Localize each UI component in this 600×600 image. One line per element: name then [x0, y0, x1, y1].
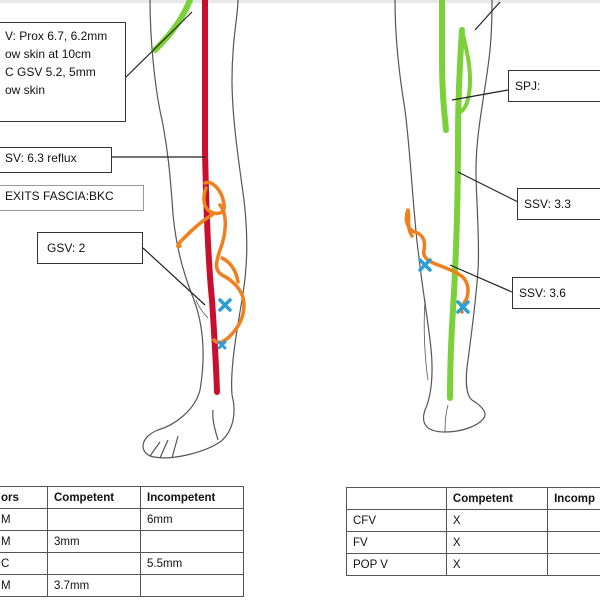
table-cell: C	[0, 553, 48, 575]
gsv-reflux-label: SV: 6.3 reflux	[0, 147, 112, 173]
table-cell: M	[0, 531, 48, 553]
table-header-row: Competent Incomp	[347, 488, 600, 510]
ssv-lower-label: SSV: 3.6	[512, 277, 600, 309]
table-header: Competent	[446, 488, 547, 510]
right-leg-veins	[406, 0, 470, 398]
table-cell: 5.5mm	[141, 553, 244, 575]
table-cell: CFV	[347, 510, 447, 532]
table-cell	[48, 509, 141, 531]
table-row: M 3mm	[0, 531, 244, 553]
table-header: Incompetent	[141, 487, 244, 509]
table-row: CFV X	[347, 510, 600, 532]
table-row: C 5.5mm	[0, 553, 244, 575]
table-cell: 3.7mm	[48, 575, 141, 597]
left-perforator-upper	[220, 300, 230, 310]
table-cell	[48, 553, 141, 575]
table-header-row: ors Competent Incompetent	[0, 487, 244, 509]
gsv-prox-line-4: ow skin	[5, 83, 119, 98]
table-cell	[141, 531, 244, 553]
table-cell	[548, 510, 600, 532]
deep-vein-table: Competent Incomp CFV X FV X POP V X	[346, 487, 600, 576]
exits-fascia-label: EXITS FASCIA:BKC	[0, 185, 144, 211]
table-cell	[548, 532, 600, 554]
table-header: Competent	[48, 487, 141, 509]
table-cell: M	[0, 575, 48, 597]
ssv-vein-main	[450, 30, 462, 398]
left-perforator-lower	[219, 342, 225, 348]
left-leg-veins	[155, 0, 244, 392]
table-cell: X	[446, 532, 547, 554]
table-cell: FV	[347, 532, 447, 554]
table-cell: 3mm	[48, 531, 141, 553]
right-perforator-upper	[420, 260, 430, 270]
gsv-proximal-label: V: Prox 6.7, 6.2mm ow skin at 10cm C GSV…	[0, 22, 126, 122]
gsv-vein	[205, 0, 217, 392]
table-row: POP V X	[347, 554, 600, 576]
gsv-prox-line-3: C GSV 5.2, 5mm	[5, 65, 119, 80]
table-cell: X	[446, 510, 547, 532]
table-cell: M	[0, 509, 48, 531]
table-header: Incomp	[548, 488, 600, 510]
table-row: M 3.7mm	[0, 575, 244, 597]
table-row: FV X	[347, 532, 600, 554]
gsv-prox-line-2: ow skin at 10cm	[5, 47, 119, 62]
table-cell: 6mm	[141, 509, 244, 531]
table-cell: X	[446, 554, 547, 576]
ssv-upper-label: SSV: 3.3	[517, 188, 600, 220]
gsv-prox-line-1: V: Prox 6.7, 6.2mm	[5, 29, 119, 44]
ssv-vein-upper-left	[442, 0, 446, 130]
table-header	[347, 488, 447, 510]
left-vein-table: ors Competent Incompetent M 6mm M 3mm C …	[0, 486, 244, 597]
table-cell	[548, 554, 600, 576]
table-row: M 6mm	[0, 509, 244, 531]
gsv-calf-label: GSV: 2	[37, 232, 143, 264]
table-header: ors	[0, 487, 48, 509]
table-cell	[141, 575, 244, 597]
spj-label: SPJ:	[508, 70, 600, 102]
table-cell: POP V	[347, 554, 447, 576]
